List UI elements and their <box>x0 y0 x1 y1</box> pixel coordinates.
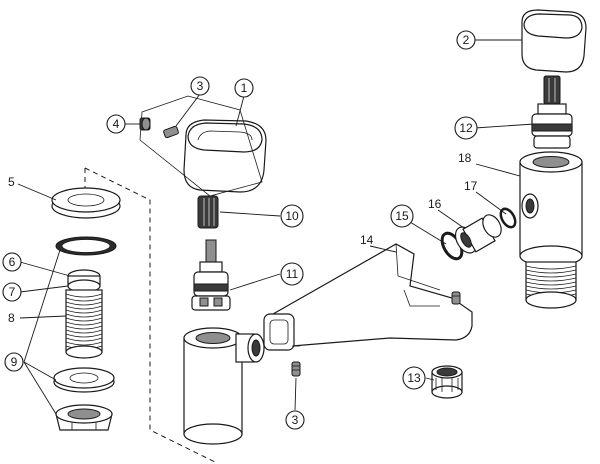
part-5-top-flange <box>51 187 121 219</box>
thread-ring <box>525 285 577 290</box>
svg-text:6: 6 <box>9 255 16 269</box>
part-10-splined-adaptor <box>197 195 219 229</box>
svg-text:15: 15 <box>395 209 409 223</box>
thread-ring <box>65 301 103 306</box>
callout-12: 12 <box>454 116 478 140</box>
part-2-right-handle <box>521 9 587 73</box>
thread-ring <box>65 297 103 302</box>
callout-7: 7 <box>2 282 22 302</box>
callout-18: 18 <box>458 151 472 165</box>
thread-ring <box>65 341 103 346</box>
svg-text:11: 11 <box>286 267 299 281</box>
part-9-seal-ring <box>55 236 117 256</box>
callout-9: 9 <box>4 352 24 372</box>
callout-13: 13 <box>402 366 426 390</box>
callout-10: 10 <box>280 204 304 228</box>
thread-ring <box>65 293 103 298</box>
part-16-connector <box>454 214 502 254</box>
callout-3-lower: 3 <box>285 410 305 430</box>
thread-ring <box>525 277 577 282</box>
svg-text:3: 3 <box>197 79 204 93</box>
svg-text:16: 16 <box>428 197 442 211</box>
callout-3-upper: 3 <box>190 76 210 96</box>
svg-text:14: 14 <box>360 233 374 247</box>
part-18-right-valve-body <box>519 151 583 309</box>
part-11-left-cartridge <box>191 239 231 311</box>
svg-text:18: 18 <box>458 151 472 165</box>
part-3-lower-grub-screw <box>291 361 301 377</box>
part-13-aerator <box>431 365 463 399</box>
thread-ring <box>65 321 103 326</box>
thread-ring <box>525 273 577 278</box>
left-valve-body <box>183 327 265 445</box>
thread-ring <box>65 329 103 334</box>
thread-ring <box>65 333 103 338</box>
callout-6: 6 <box>2 252 22 272</box>
svg-text:3: 3 <box>292 413 299 427</box>
dashed-assembly-guide <box>84 167 216 463</box>
part-1-left-handle <box>183 119 267 193</box>
svg-text:5: 5 <box>8 175 15 189</box>
svg-text:17: 17 <box>464 179 478 193</box>
part-9-lower-washer <box>53 367 115 393</box>
part-3-grub-screw <box>163 125 179 139</box>
callout-11: 11 <box>280 262 304 286</box>
part-4-cap-screw <box>139 117 151 131</box>
svg-text:8: 8 <box>8 311 15 325</box>
svg-text:2: 2 <box>463 33 470 47</box>
thread-ring <box>525 269 577 274</box>
part-12-right-cartridge <box>531 75 573 149</box>
thread-ring <box>65 317 103 322</box>
svg-text:7: 7 <box>9 285 16 299</box>
callout-1: 1 <box>234 78 254 98</box>
thread-ring <box>525 281 577 286</box>
thread-ring <box>65 309 103 314</box>
callout-8: 8 <box>8 311 15 325</box>
thread-ring <box>525 265 577 270</box>
callout-2: 2 <box>456 30 476 50</box>
svg-text:12: 12 <box>459 121 473 135</box>
callout-14: 14 <box>360 233 374 247</box>
spout-grub-screw <box>451 291 461 305</box>
thread-ring <box>65 313 103 318</box>
part-1-outline-bracket <box>139 95 263 197</box>
thread-ring <box>65 305 103 310</box>
callout-4: 4 <box>106 114 126 134</box>
callout-17: 17 <box>464 179 478 193</box>
leader-lines <box>17 39 535 415</box>
thread-ring <box>65 337 103 342</box>
callout-15: 15 <box>390 204 414 228</box>
part-17-small-o-ring <box>499 207 517 229</box>
part-9-back-nut <box>55 404 113 431</box>
callout-16: 16 <box>428 197 442 211</box>
svg-text:9: 9 <box>11 355 18 369</box>
part-8-threaded-waste-tube <box>65 269 103 359</box>
svg-text:1: 1 <box>241 81 248 95</box>
callout-5: 5 <box>8 175 15 189</box>
svg-text:13: 13 <box>407 371 421 385</box>
thread-ring <box>65 325 103 330</box>
part-14-spout <box>263 243 473 351</box>
svg-text:10: 10 <box>285 209 299 223</box>
svg-text:4: 4 <box>113 117 120 131</box>
